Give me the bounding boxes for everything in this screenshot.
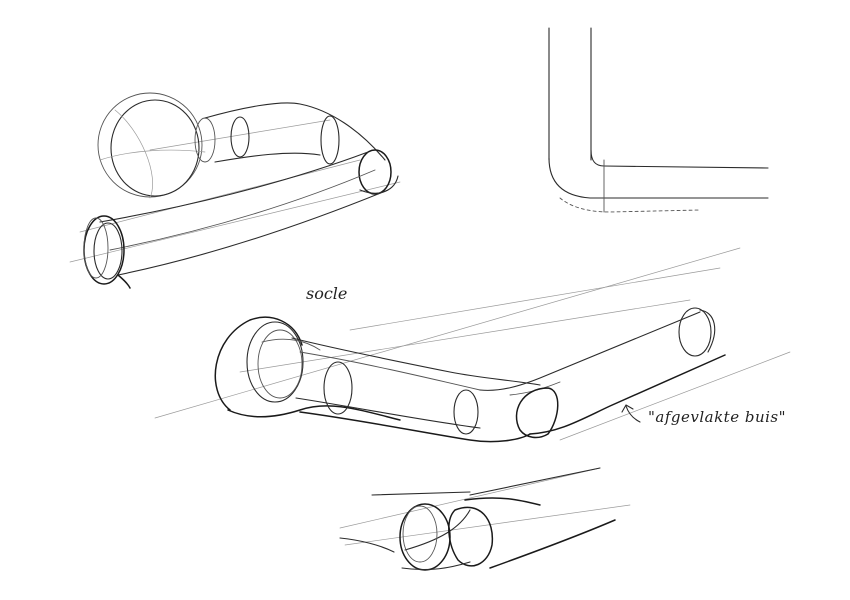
- sketch-handle-socle: [154, 247, 791, 443]
- annotation-flattened-tube: "afgevlakte buis": [648, 408, 787, 426]
- sketch-flattened-end: [339, 467, 631, 571]
- annotation-socle: socle: [306, 284, 348, 303]
- sketch-corner-detail: [548, 27, 769, 213]
- sketch-handle-round-rosette: [69, 92, 401, 289]
